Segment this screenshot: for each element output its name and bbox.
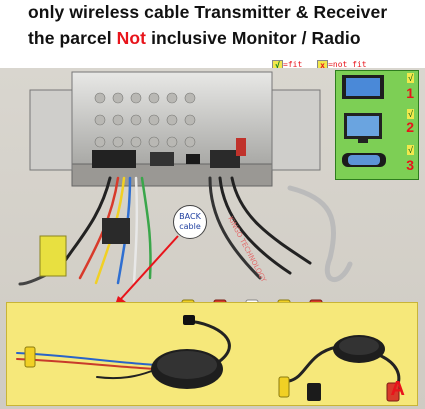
cable-label: cable [179,222,201,231]
check-icon: √ [407,109,414,119]
compatibility-box: 1 2 3 √ √ √ [335,70,419,180]
radio-head-unit [29,71,321,187]
headline-prefix: the parcel [28,28,117,48]
back-label: BACK [179,212,201,221]
product-number-2: 2 [406,119,414,135]
product-panel: A [6,302,418,406]
headline-not: Not [116,28,147,48]
back-cable-callout: BACK cable [173,205,207,239]
not-fit-label: =not fit [328,60,367,69]
transmitter-receiver-illustration [16,315,401,402]
harness-plug [102,218,130,244]
headline-line-1: only wireless cable Transmitter & Receiv… [28,2,388,22]
panel-label: A [390,378,405,400]
pointer-arrow [119,235,179,301]
yellow-connector [39,235,67,277]
fit-label: =fit [283,60,303,69]
product-number-1: 1 [406,85,414,101]
headline-suffix: inclusive Monitor / Radio [146,28,361,48]
check-icon: √ [407,73,414,83]
check-icon: √ [407,145,414,155]
product-number-3: 3 [406,157,414,173]
headline-line-2: the parcel Not inclusive Monitor / Radio [28,28,361,49]
monitor-thumbnails [342,75,386,167]
